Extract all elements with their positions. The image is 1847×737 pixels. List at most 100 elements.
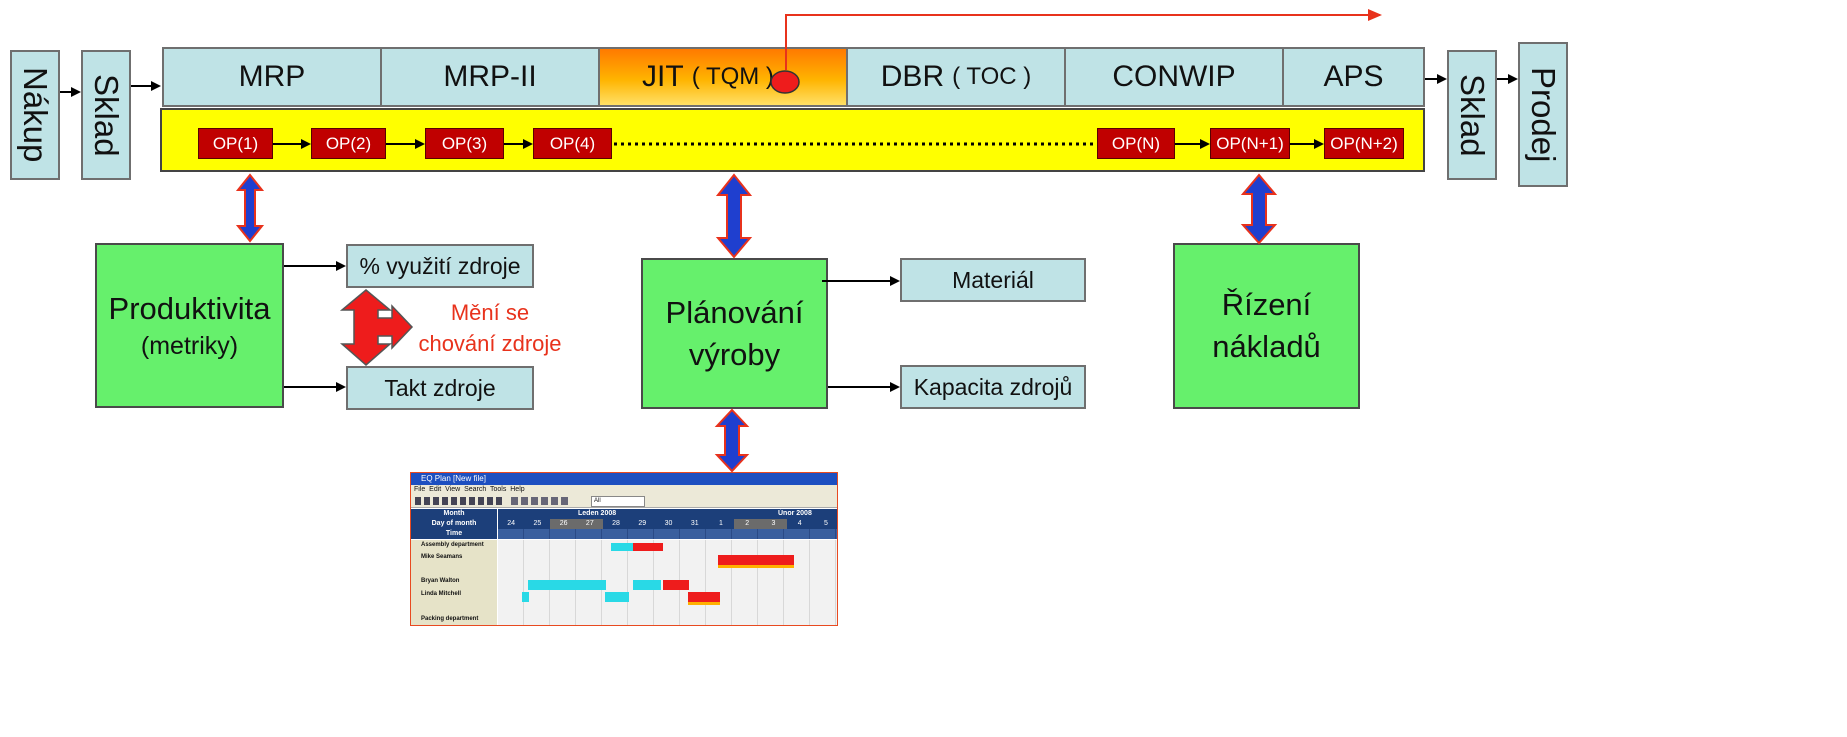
- sales-label: Prodej: [1525, 66, 1562, 163]
- productivity-title: Produktivita: [108, 290, 271, 326]
- gantt-bar: [663, 580, 689, 590]
- day-29: 29: [638, 520, 647, 527]
- month-jan: Leden 2008: [578, 510, 617, 517]
- day-28: 28: [612, 520, 620, 527]
- method-aps-label: APS: [1323, 60, 1384, 93]
- behavior-note: Mění se chování zdroje: [405, 298, 575, 360]
- method-jit-sub: ( TQM ): [691, 63, 774, 90]
- screenshot-menubar: File Edit View Search Tools Help: [411, 485, 837, 495]
- menu-edit[interactable]: Edit: [429, 486, 442, 493]
- method-dbr-sub: ( TOC ): [952, 63, 1032, 90]
- row-assembly: Assembly department: [421, 542, 484, 548]
- day-1: 1: [719, 520, 723, 527]
- material-label: Materiál: [952, 266, 1034, 293]
- day-30: 30: [664, 520, 673, 527]
- double-arrow-planning-bottom: [714, 408, 750, 473]
- double-arrow-costs: [1240, 173, 1278, 245]
- day-label: Day of month: [431, 520, 477, 527]
- double-arrow-planning-top: [715, 173, 753, 259]
- gantt-bar: [528, 580, 606, 590]
- time-label: Time: [445, 530, 463, 537]
- day-4: 4: [797, 520, 802, 527]
- gantt-bar: [718, 555, 794, 568]
- op-2: OP(2): [311, 128, 386, 159]
- purchase-box: Nákup: [10, 50, 60, 180]
- method-mrp2: MRP-II: [382, 49, 600, 105]
- screenshot-toolbar: All: [411, 495, 837, 508]
- capacity-label: Kapacita zdrojů: [913, 373, 1073, 400]
- row-bryan: Bryan Walton: [421, 578, 460, 584]
- method-conwip: CONWIP: [1066, 49, 1284, 105]
- material-box: Materiál: [900, 258, 1086, 302]
- behavior-note-line1: Mění se: [450, 300, 530, 325]
- op-n-plus-1: OP(N+1): [1210, 128, 1290, 159]
- gantt-bar: [605, 592, 629, 602]
- method-aps: APS: [1284, 49, 1423, 105]
- month-feb: Únor 2008: [778, 510, 812, 517]
- costs-box: Řízení nákladů: [1173, 243, 1360, 409]
- warehouse-in-box: Sklad: [81, 50, 131, 180]
- op-1: OP(1): [198, 128, 273, 159]
- op-n-plus-2: OP(N+2): [1324, 128, 1404, 159]
- filter-value: All: [594, 498, 601, 504]
- day-26: 26: [550, 519, 577, 529]
- day-24: 24: [507, 520, 516, 527]
- jit-output-arrow: [785, 9, 1382, 70]
- double-arrow-productivity: [235, 173, 265, 243]
- capacity-box: Kapacita zdrojů: [900, 365, 1086, 409]
- gantt-area: [498, 540, 837, 625]
- menu-search[interactable]: Search: [464, 486, 487, 493]
- gantt-screenshot: EQ Plan [New file] File Edit View Search…: [410, 472, 838, 626]
- menu-file[interactable]: File: [414, 486, 426, 493]
- warehouse-out-label: Sklad: [1454, 73, 1491, 157]
- day-27: 27: [576, 519, 603, 529]
- filter-select[interactable]: All: [591, 496, 645, 507]
- gantt-bar: [633, 543, 663, 551]
- method-conwip-label: CONWIP: [1112, 60, 1236, 93]
- tri-arrow-icon: [339, 289, 414, 366]
- method-dbr: DBR ( TOC ): [848, 49, 1066, 105]
- costs-line2: nákladů: [1212, 329, 1321, 364]
- warehouse-in-label: Sklad: [88, 73, 125, 157]
- takt-label: Takt zdroje: [384, 374, 496, 401]
- gantt-bar: [522, 592, 529, 602]
- row-linda: Linda Mitchell: [421, 591, 462, 597]
- jit-marker-icon: [770, 70, 800, 94]
- behavior-note-line2: chování zdroje: [418, 330, 562, 356]
- utilization-label: % využití zdroje: [359, 252, 521, 279]
- utilization-box: % využití zdroje: [346, 244, 534, 288]
- day-25: 25: [533, 520, 542, 527]
- takt-box: Takt zdroje: [346, 366, 534, 410]
- planning-line1: Plánování: [665, 294, 804, 330]
- purchase-label: Nákup: [17, 67, 54, 163]
- month-label: Month: [443, 510, 465, 517]
- method-dbr-label: DBR: [880, 60, 945, 93]
- method-jit: JIT ( TQM ): [600, 49, 848, 105]
- costs-line1: Řízení: [1221, 287, 1312, 323]
- sales-box: Prodej: [1518, 42, 1568, 187]
- screenshot-titlebar: EQ Plan [New file]: [411, 473, 837, 485]
- op-n: OP(N): [1097, 128, 1175, 159]
- menu-tools[interactable]: Tools: [490, 486, 507, 493]
- planning-box: Plánování výroby: [641, 258, 828, 409]
- method-mrp2-label: MRP-II: [443, 60, 537, 93]
- op-4: OP(4): [533, 128, 612, 159]
- day-2: 2: [734, 519, 761, 529]
- menu-help[interactable]: Help: [510, 486, 525, 493]
- day-5: 5: [823, 520, 828, 527]
- warehouse-out-box: Sklad: [1447, 50, 1497, 180]
- method-mrp: MRP: [164, 49, 382, 105]
- row-mike: Mike Seamans: [421, 554, 463, 560]
- menu-view[interactable]: View: [445, 486, 461, 493]
- screenshot-title: EQ Plan [New file]: [421, 474, 486, 483]
- day-3: 3: [760, 519, 787, 529]
- op-3: OP(3): [425, 128, 504, 159]
- method-mrp-label: MRP: [238, 60, 306, 93]
- gantt-bar: [633, 580, 661, 590]
- method-jit-label: JIT: [642, 60, 684, 93]
- productivity-subtitle: (metriky): [140, 331, 239, 360]
- productivity-box: Produktivita (metriky): [95, 243, 284, 408]
- gantt-bar: [611, 543, 633, 551]
- gantt-bar: [688, 592, 720, 605]
